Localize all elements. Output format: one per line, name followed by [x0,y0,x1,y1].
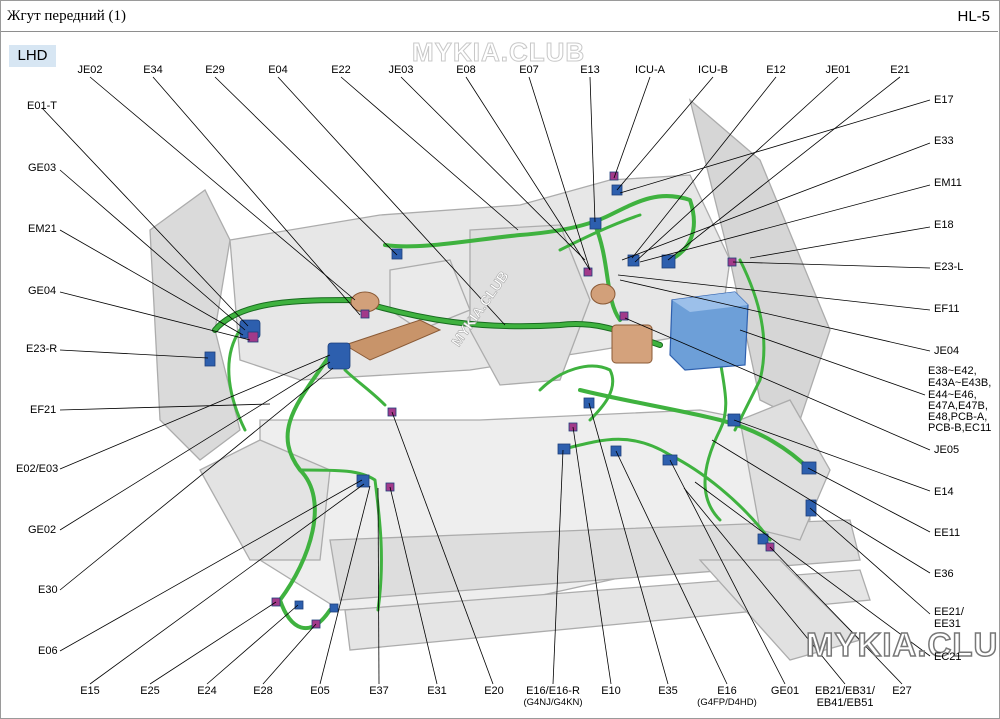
label-ge02: GE02 [28,524,57,536]
label-je05: JE05 [934,444,960,456]
label-eb41-eb51: EB41/EB51 [816,697,874,709]
label-e01-t: E01-T [27,100,57,112]
label-e37: E37 [369,685,389,697]
label-e30: E30 [38,584,58,596]
label-e38-e42: E38~E42, [928,365,977,377]
label-ge03: GE03 [28,162,57,174]
label-e25: E25 [140,685,160,697]
label-icu-a: ICU-A [635,64,665,76]
label-ef21: EF21 [30,404,57,416]
label-eb21-eb31: EB21/EB31/ [815,685,875,697]
label-e20: E20 [484,685,504,697]
harness-wires [212,193,812,631]
label-e44-e46: E44~E46, [928,389,977,401]
label-e16: E16 [717,685,737,697]
label-ee31: EE31 [934,618,961,630]
fuse-relay-blocks [343,283,749,371]
label-e31: E31 [427,685,447,697]
header-bar: Жгут передний (1) HL-5 [1,1,998,32]
label-pcb-b-ec11: PCB-B,EC11 [928,422,992,434]
label-e28: E28 [253,685,273,697]
label-e08: E08 [456,64,476,76]
label-em21: EM21 [28,223,57,235]
label-e36: E36 [934,568,954,580]
label-ee21: EE21/ [934,606,964,618]
label-e21: E21 [890,64,910,76]
label-je04: JE04 [934,345,960,357]
page-number: HL-5 [957,8,990,25]
label-e47a-e47b: E47A,E47B, [928,400,988,412]
label-e15: E15 [80,685,100,697]
label-e16-g4fp: (G4FP/D4HD) [697,697,757,708]
label-e48-pcb-a: E48,PCB-A, [928,411,988,423]
label-ge04: GE04 [28,285,57,297]
label-e24: E24 [197,685,217,697]
vehicle-body [149,98,871,661]
watermark-bottom-right: MYKIA.CLUB [805,625,1000,664]
label-icu-b: ICU-B [698,64,728,76]
label-e16-g4nj: (G4NJ/G4KN) [523,697,583,708]
leader-lines [41,76,931,685]
label-e22: E22 [331,64,351,76]
label-e17: E17 [934,94,954,106]
watermark-top: MYKIA.CLUB [411,37,586,68]
label-e34: E34 [143,64,163,76]
label-e07: E07 [519,64,539,76]
label-ge01: GE01 [770,685,800,697]
page-title: Жгут передний (1) [7,8,126,24]
label-e27: E27 [892,685,912,697]
label-je02: JE02 [77,64,103,76]
label-ec21: EC21 [934,651,962,663]
label-e02-e03: E02/E03 [16,463,59,475]
label-e16-e16-r: E16/E16-R [526,685,580,697]
label-e05: E05 [310,685,330,697]
label-em11: EM11 [934,177,962,189]
lhd-badge: LHD [9,45,56,67]
label-e43a-e43b: E43A~E43B, [928,377,992,389]
label-e04: E04 [268,64,288,76]
label-e10: E10 [601,685,621,697]
label-e13: E13 [580,64,600,76]
label-e29: E29 [205,64,225,76]
label-e14: E14 [934,486,954,498]
label-e23-r: E23-R [26,343,58,355]
label-e12: E12 [766,64,786,76]
label-ef11: EF11 [934,303,960,315]
label-e06: E06 [38,645,58,657]
label-e23-l: E23-L [934,261,964,273]
label-je03: JE03 [388,64,414,76]
label-e18: E18 [934,219,954,231]
label-je01: JE01 [825,64,851,76]
label-e33: E33 [934,135,954,147]
label-ee11: EE11 [934,527,961,539]
label-e35: E35 [658,685,678,697]
